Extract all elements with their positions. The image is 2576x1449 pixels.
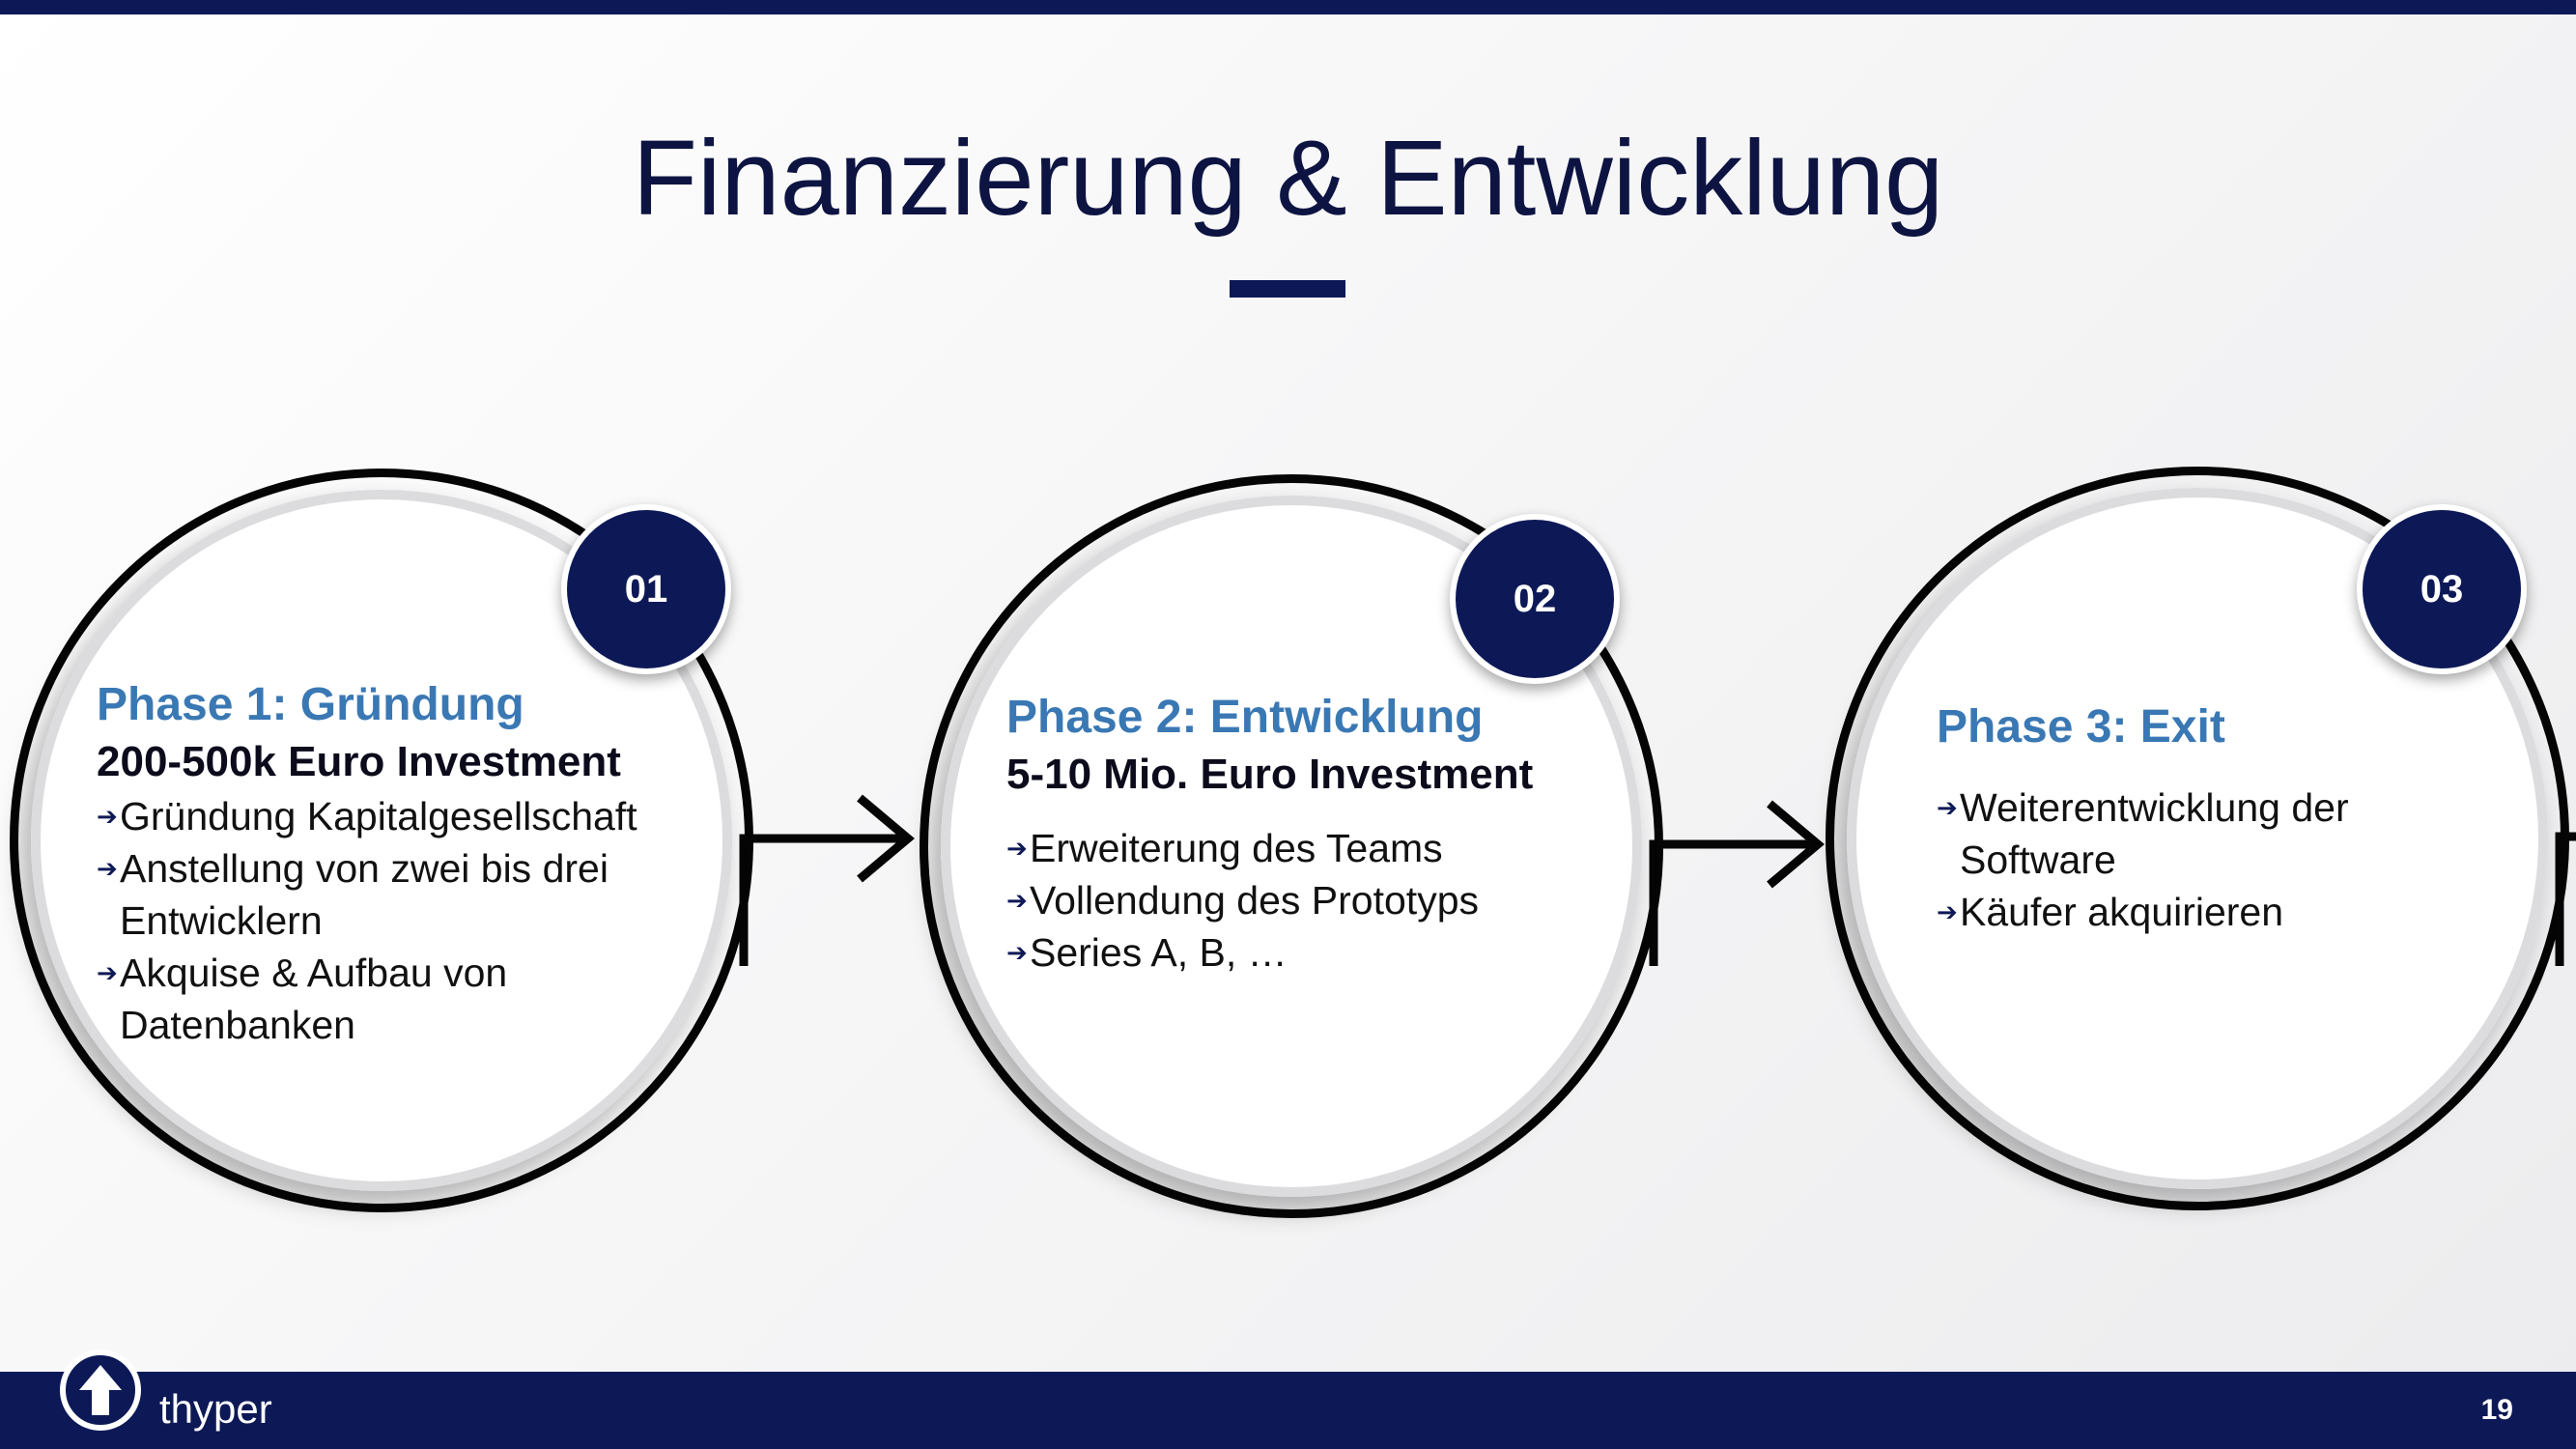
footer-bar	[0, 1372, 2576, 1449]
list-item: ➔Vollendung des Prototyps	[1006, 874, 1615, 926]
arrow-right-icon: ➔	[1006, 938, 1028, 967]
slide-title: Finanzierung & Entwicklung	[632, 119, 1944, 238]
arrow-right-icon: ➔	[97, 802, 118, 831]
phase-1-title: Phase 1: Gründung	[97, 679, 524, 730]
list-item: ➔Akquise & Aufbau von Datenbanken	[97, 947, 705, 1051]
phase-2-subtitle: 5-10 Mio. Euro Investment	[1006, 751, 1534, 798]
arrow-right-icon: ➔	[97, 854, 118, 883]
page-number: 19	[2480, 1394, 2513, 1426]
phase-2-badge: 02	[1450, 514, 1620, 684]
phase-2-content: Phase 2: Entwicklung 5-10 Mio. Euro Inve…	[1006, 689, 1615, 979]
title-underline	[1230, 280, 1345, 298]
top-bar	[0, 0, 2576, 14]
phase-3-badge: 03	[2357, 504, 2527, 674]
arrow-right-icon: ➔	[1937, 793, 1958, 822]
phase-3-title: Phase 3: Exit	[1937, 701, 2225, 753]
up-arrow-logo-icon	[60, 1350, 141, 1431]
list-item: ➔Gründung Kapitalgesellschaft	[97, 790, 705, 842]
arrow-right-icon: ➔	[1937, 897, 1958, 926]
arrow-right-icon: ➔	[1006, 886, 1028, 915]
connector-1-2-arrowhead	[857, 794, 915, 883]
phase-1-subtitle: 200-500k Euro Investment	[97, 738, 621, 785]
list-item: ➔Anstellung von zwei bis drei Entwickler…	[97, 842, 705, 947]
list-item: ➔Erweiterung des Teams	[1006, 822, 1615, 874]
phase-3-content: Phase 3: Exit ➔Weiterentwicklung der Sof…	[1937, 698, 2477, 938]
phase-2-title: Phase 2: Entwicklung	[1006, 692, 1484, 743]
phase-1-ring	[10, 469, 753, 1212]
brand-name: thyper	[159, 1386, 272, 1432]
list-item: ➔Käufer akquirieren	[1937, 886, 2477, 938]
phase-1-badge: 01	[561, 504, 731, 674]
connector-2-3-arrowhead	[1767, 800, 1825, 889]
phase-2-ring	[920, 474, 1663, 1218]
phase-3-ring	[1826, 467, 2569, 1210]
phase-1-bullets: ➔Gründung Kapitalgesellschaft ➔Anstellun…	[97, 790, 705, 1051]
phase-2-bullets: ➔Erweiterung des Teams ➔Vollendung des P…	[1006, 822, 1615, 979]
phase-3-bullets: ➔Weiterentwicklung der Software ➔Käufer …	[1937, 781, 2477, 938]
arrow-right-icon: ➔	[1006, 834, 1028, 863]
phase-1-content: Phase 1: Gründung 200-500k Euro Investme…	[97, 676, 705, 1051]
arrow-right-icon: ➔	[97, 958, 118, 987]
list-item: ➔Series A, B, …	[1006, 926, 1615, 979]
list-item: ➔Weiterentwicklung der Software	[1937, 781, 2477, 886]
